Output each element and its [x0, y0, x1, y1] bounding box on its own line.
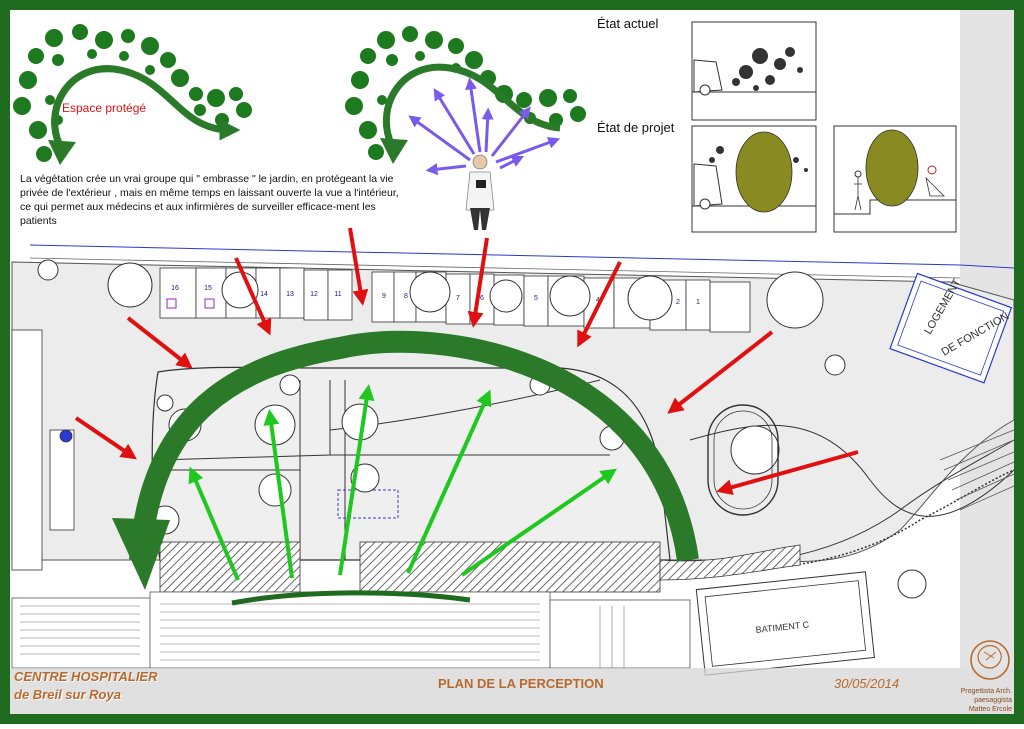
view-symbol: [345, 26, 586, 160]
stall-12: 12: [310, 291, 318, 298]
footer-bar: [10, 668, 1014, 714]
stall-9: 9: [382, 293, 386, 300]
etat-projet-label: État de projet: [597, 120, 675, 135]
stall-14: 14: [260, 291, 268, 298]
designer-credit: Progettista Arch. paesaggista Matteo Erc…: [940, 687, 1012, 714]
stall-1: 1: [696, 299, 700, 306]
etat-actuel-label: État actuel: [597, 16, 659, 31]
stall-8: 8: [404, 293, 408, 300]
doctor-figure: [465, 154, 495, 230]
sketch-section: [833, 125, 957, 233]
exterior-view-arrows: [74, 227, 859, 496]
stall-6: 6: [480, 295, 484, 302]
sketch-project: [691, 125, 817, 233]
designer-role: Progettista Arch. paesaggista: [960, 688, 1012, 704]
architect-logo: [970, 640, 1010, 680]
stall-16: 16: [171, 285, 179, 292]
organization-location: de Breil sur Roya: [14, 687, 121, 702]
embrace-arrowhead: [112, 518, 170, 590]
organization: CENTRE HOSPITALIER de Breil sur Roya: [14, 668, 158, 704]
plan-title: PLAN DE LA PERCEPTION: [438, 676, 604, 691]
view-base-arc: [231, 590, 471, 606]
stall-7: 7: [456, 295, 460, 302]
stall-15: 15: [204, 285, 212, 292]
description-text: La végétation crée un vrai groupe qui " …: [20, 173, 399, 227]
designer-name: Matteo Ercole: [968, 706, 1012, 713]
sketch-current: [691, 21, 817, 121]
organization-name: CENTRE HOSPITALIER: [14, 669, 158, 684]
stall-13: 13: [286, 291, 294, 298]
view-arrows: [188, 384, 617, 581]
protected-arc: [51, 65, 121, 152]
stall-4: 4: [596, 297, 600, 304]
accessible-parking-icon: [204, 298, 215, 309]
protected-space-symbol: [13, 24, 252, 162]
embrace-arc: [129, 330, 699, 562]
protected-arrowhead: [48, 140, 76, 165]
espace-protege-label: Espace protégé: [62, 101, 146, 115]
plan-date: 30/05/2014: [834, 676, 900, 691]
stall-11: 11: [334, 291, 341, 298]
doctor-view-arrows: [408, 77, 561, 176]
stall-5: 5: [534, 295, 538, 302]
stall-2: 2: [676, 299, 680, 306]
accessible-parking-icon: [166, 298, 177, 309]
